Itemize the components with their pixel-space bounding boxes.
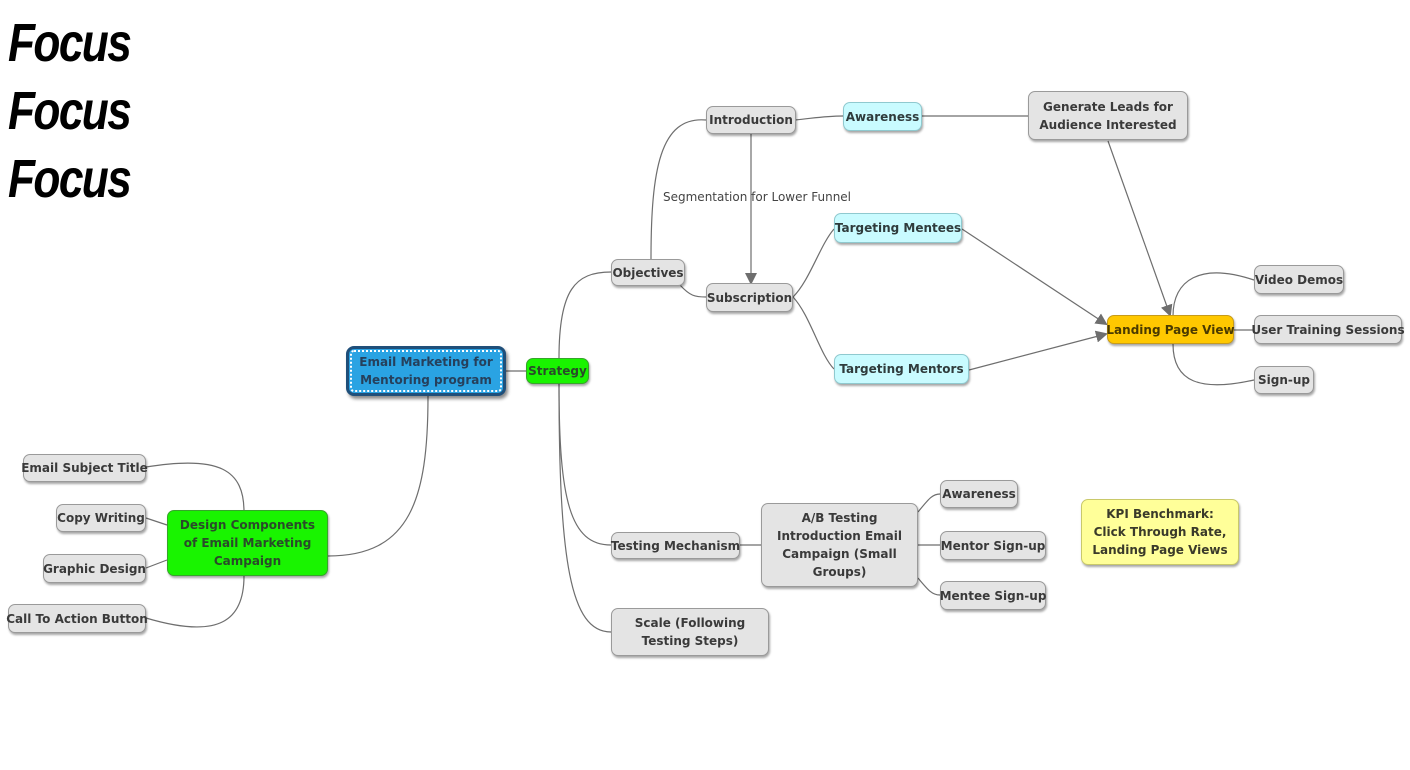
connector-objectives-subscription xyxy=(679,284,707,298)
connector-strategy-objectives xyxy=(558,271,612,359)
connector-ab-awareness xyxy=(917,493,941,513)
connector-ab-mentee xyxy=(917,577,941,596)
node-strategy[interactable]: Strategy xyxy=(526,358,589,384)
arrow-leads-landing xyxy=(1107,140,1173,317)
connector-design-subject xyxy=(145,462,245,513)
arrow-mentors-landing xyxy=(968,330,1108,371)
node-introduction[interactable]: Introduction xyxy=(706,106,796,134)
node-sign-up[interactable]: Sign-up xyxy=(1254,366,1314,394)
connector-subscription-mentors xyxy=(792,296,835,370)
focus-heading-1: Focus xyxy=(8,13,132,73)
node-video-demos[interactable]: Video Demos xyxy=(1254,265,1344,294)
connector-strategy-testing xyxy=(558,383,612,546)
connector-objectives-introduction xyxy=(650,119,707,260)
connector-root-design xyxy=(327,395,429,557)
connector-landing-signup xyxy=(1172,343,1255,386)
focus-heading-2: Focus xyxy=(8,81,132,141)
node-targeting-mentors[interactable]: Targeting Mentors xyxy=(834,354,969,384)
node-graphic-design[interactable]: Graphic Design xyxy=(43,554,146,583)
connector-subscription-mentees xyxy=(792,228,835,298)
connector-introduction-awareness xyxy=(794,115,844,121)
root-node[interactable]: Email Marketing for Mentoring program xyxy=(346,346,506,396)
focus-heading-3: Focus xyxy=(8,149,132,209)
node-subscription[interactable]: Subscription xyxy=(706,283,793,312)
node-scale[interactable]: Scale (Following Testing Steps) xyxy=(611,608,769,656)
connector-strategy-scale xyxy=(558,383,612,633)
node-objectives[interactable]: Objectives xyxy=(611,259,685,286)
node-cta-button[interactable]: Call To Action Button xyxy=(6,604,148,633)
connector-landing-videodemos xyxy=(1172,272,1255,317)
node-user-training[interactable]: User Training Sessions xyxy=(1251,315,1405,344)
connector-design-cta xyxy=(145,575,245,628)
node-kpi-benchmark[interactable]: KPI Benchmark: Click Through Rate, Landi… xyxy=(1081,499,1239,565)
node-design-components[interactable]: Design Components of Email Marketing Cam… xyxy=(167,510,328,576)
node-mentee-signup[interactable]: Mentee Sign-up xyxy=(940,581,1046,610)
node-copy-writing[interactable]: Copy Writing xyxy=(56,504,146,532)
connector-design-copy xyxy=(145,517,168,526)
node-awareness-ab[interactable]: Awareness xyxy=(940,480,1018,508)
node-generate-leads[interactable]: Generate Leads for Audience Interested xyxy=(1028,91,1188,140)
node-targeting-mentees[interactable]: Targeting Mentees xyxy=(834,213,962,243)
node-email-subject[interactable]: Email Subject Title xyxy=(21,454,148,482)
connector-design-graphic xyxy=(145,559,168,569)
arrow-mentees-landing xyxy=(961,228,1108,326)
node-landing-page-view[interactable]: Landing Page View xyxy=(1106,315,1235,344)
node-mentor-signup[interactable]: Mentor Sign-up xyxy=(940,531,1046,560)
node-testing-mechanism[interactable]: Testing Mechanism xyxy=(611,532,740,559)
edge-label-segmentation: Segmentation for Lower Funnel xyxy=(663,190,852,204)
node-ab-testing[interactable]: A/B Testing Introduction Email Campaign … xyxy=(761,503,918,587)
node-awareness-top[interactable]: Awareness xyxy=(843,102,922,131)
